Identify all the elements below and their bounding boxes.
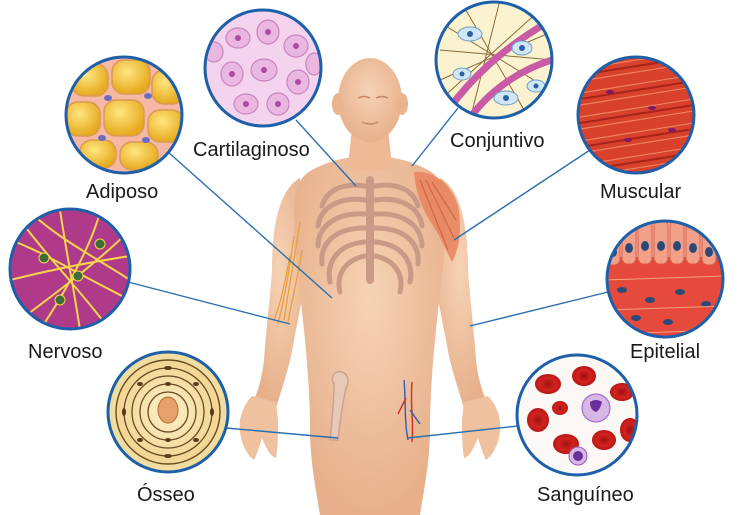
right-ear (396, 93, 408, 115)
left-ear (332, 93, 344, 115)
connective-fibers-icon (434, 0, 554, 120)
label-conjuntivo: Conjuntivo (450, 130, 545, 152)
blood-cells-icon (515, 353, 639, 477)
label-cartilaginoso: Cartilaginoso (193, 139, 310, 161)
label-epitelial: Epitelial (630, 341, 701, 363)
head (338, 58, 402, 142)
leader-epitelial (469, 291, 609, 327)
arm-nerves (273, 221, 303, 325)
left-hand (239, 396, 278, 460)
leader-lines (127, 107, 609, 439)
label-nervoso: Nervoso (28, 341, 103, 363)
leader-conjuntivo (411, 107, 459, 167)
leader-osseo (225, 427, 339, 439)
leader-cartilaginoso (295, 119, 357, 187)
left-arm (252, 178, 308, 408)
right-hand (462, 396, 501, 460)
leader-adiposo (167, 151, 333, 299)
leader-nervoso (127, 281, 291, 325)
leader-sanguineo (407, 425, 519, 439)
leader-muscular (453, 149, 591, 241)
muscle-fibers-icon (576, 55, 696, 175)
osteon-icon (106, 350, 230, 474)
rib-cage (315, 176, 425, 295)
label-adiposo: Adiposo (86, 181, 159, 203)
cartilage-cells-icon (203, 8, 323, 128)
label-sanguineo: Sanguíneo (537, 484, 634, 506)
label-muscular: Muscular (600, 181, 682, 203)
fat-cells-icon (64, 55, 184, 175)
label-osseo: Ósseo (137, 484, 195, 506)
femur-bone (329, 370, 349, 441)
epithelial-cells-icon (605, 219, 725, 339)
neuron-network-icon (8, 207, 132, 331)
human-body (239, 58, 501, 515)
